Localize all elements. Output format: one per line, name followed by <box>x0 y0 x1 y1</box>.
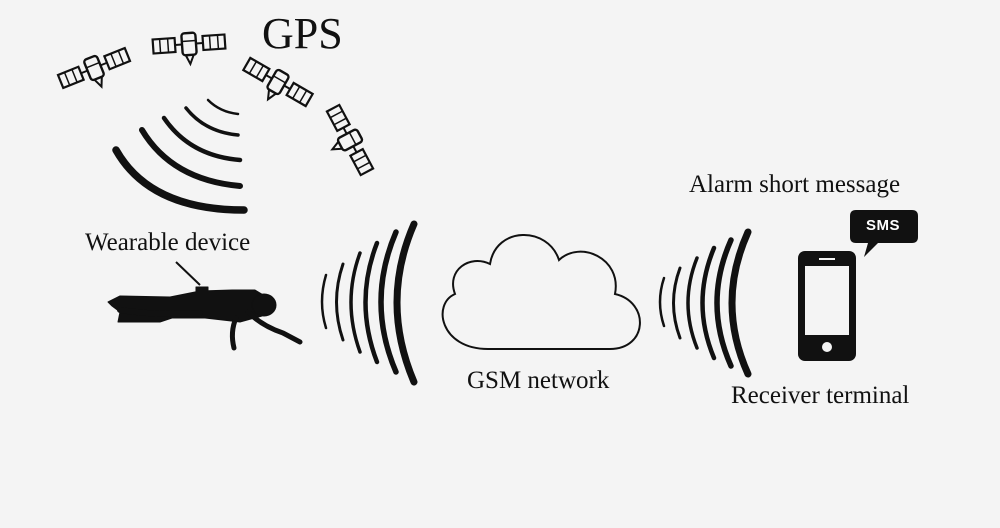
smartphone-icon <box>798 251 856 361</box>
satellite-icon-1 <box>55 43 137 102</box>
right-signal-waves-icon <box>658 228 752 378</box>
satellite-icon-3 <box>235 53 316 119</box>
gsm-network-label: GSM network <box>467 367 610 394</box>
satellite-icon-4 <box>314 101 378 183</box>
alarm-message-label: Alarm short message <box>689 171 901 198</box>
left-signal-waves-icon <box>320 220 418 386</box>
wearable-device-label: Wearable device <box>85 229 251 256</box>
satellite-icon-2 <box>151 29 228 68</box>
gps-signal-waves-icon <box>112 98 248 214</box>
gps-title: GPS <box>262 9 343 58</box>
cloud-icon <box>441 234 641 350</box>
sms-badge-text: SMS <box>866 217 901 234</box>
person-silhouette-icon <box>107 286 303 351</box>
receiver-terminal-label: Receiver terminal <box>731 382 910 409</box>
sms-bubble-icon <box>850 210 918 257</box>
wearable-pointer <box>175 261 201 286</box>
